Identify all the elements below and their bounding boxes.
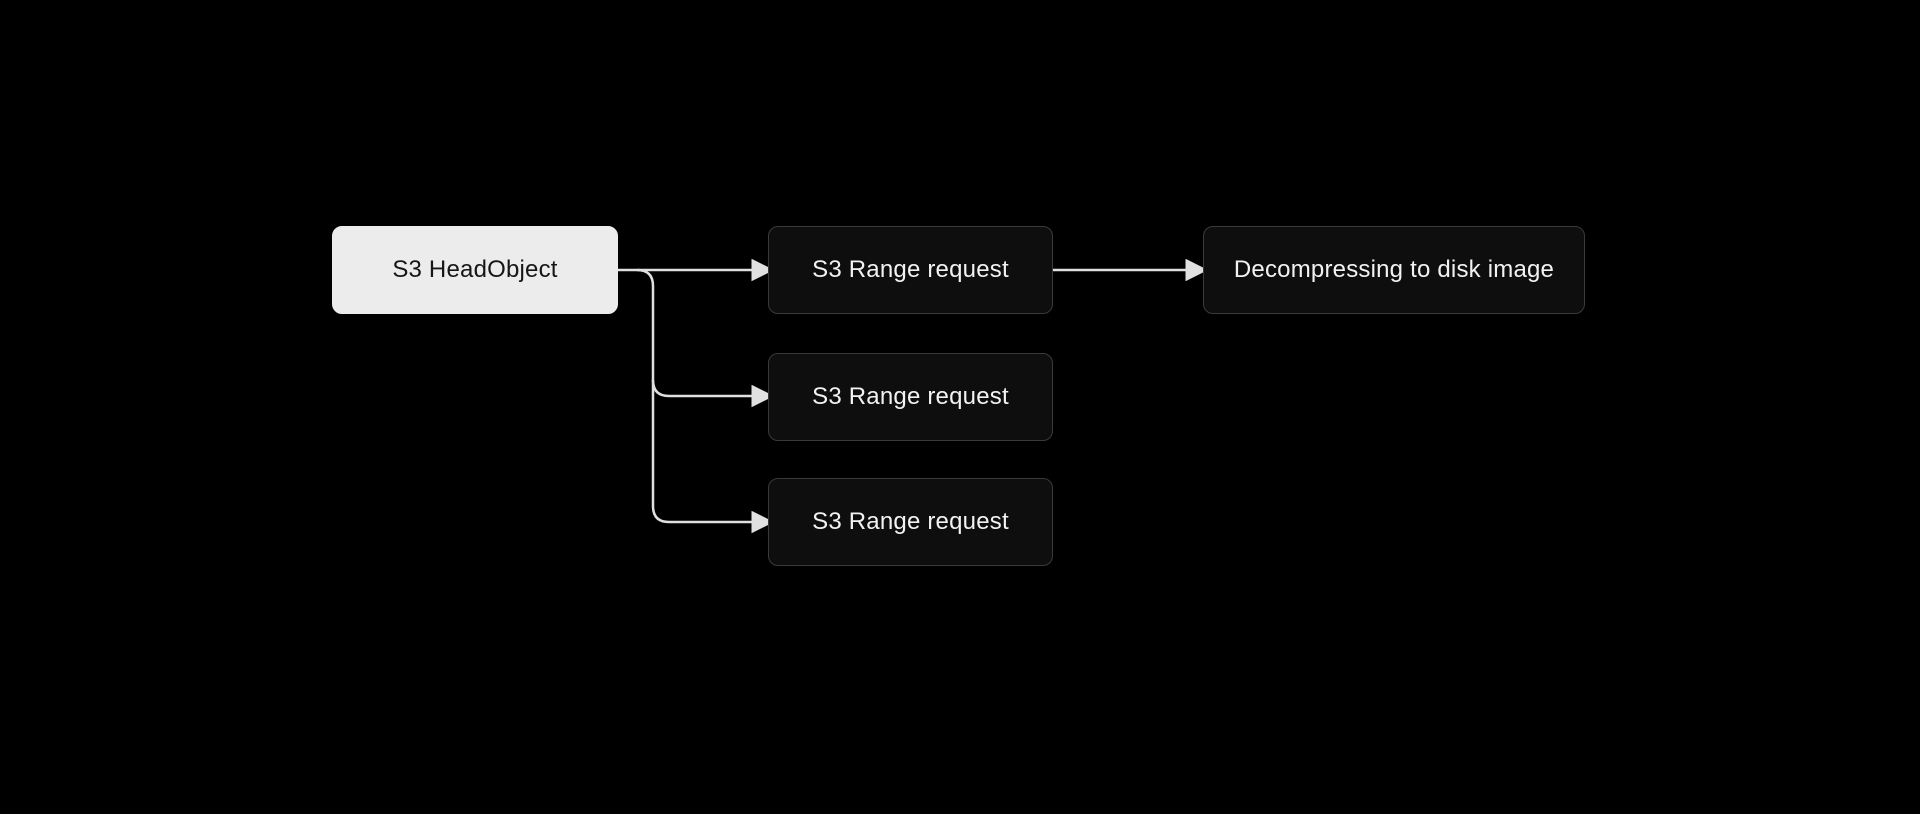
node-label: Decompressing to disk image (1233, 256, 1555, 283)
node-decompressing-to-disk-image: Decompressing to disk image (1203, 226, 1585, 314)
node-label: S3 Range request (812, 256, 1009, 283)
edge-head-to-range3 (636, 268, 774, 534)
node-s3-range-request-1: S3 Range request (768, 226, 1053, 314)
node-label: S3 Range request (812, 383, 1009, 410)
node-label: S3 HeadObject (392, 256, 558, 283)
node-s3-headobject: S3 HeadObject (332, 226, 618, 314)
edge-head-to-range2 (651, 379, 774, 408)
node-s3-range-request-3: S3 Range request (768, 478, 1053, 566)
node-label: S3 Range request (812, 508, 1009, 535)
node-s3-range-request-2: S3 Range request (768, 353, 1053, 441)
